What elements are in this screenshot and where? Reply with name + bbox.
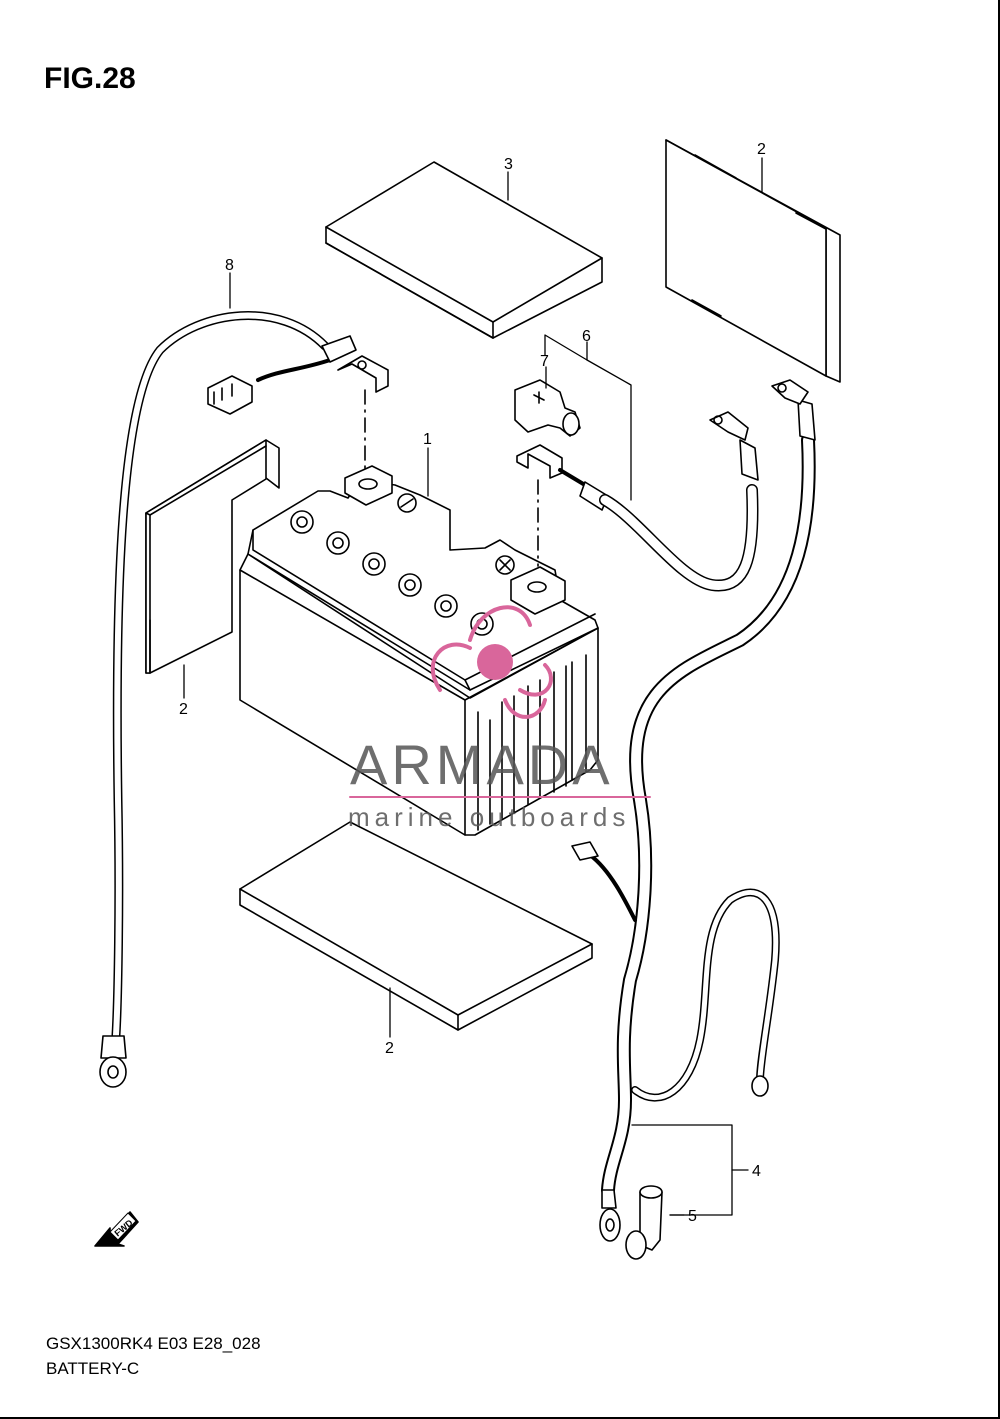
callout-5: 5 (688, 1208, 697, 1225)
callout-8: 8 (225, 257, 234, 274)
model-code: GSX1300RK4 E03 E28_028 (46, 1334, 261, 1353)
callout-6: 6 (582, 328, 591, 345)
sheet-name: BATTERY-C (46, 1359, 140, 1378)
watermark-tagline: marine outboards (348, 802, 630, 832)
forward-arrow-icon (94, 1211, 139, 1247)
propeller-logo-icon (430, 605, 553, 719)
starter-cable-part[interactable] (571, 379, 816, 1242)
callout-2-right: 2 (757, 141, 766, 158)
callout-2-left: 2 (179, 701, 188, 718)
callout-lines (183, 157, 763, 1216)
spacer-bottom-part[interactable] (239, 821, 593, 1031)
pad-top-part[interactable] (325, 161, 603, 339)
plus-cable-part[interactable] (516, 411, 759, 592)
figure-title: FIG.28 (44, 62, 136, 95)
callout-3: 3 (504, 156, 513, 173)
watermark-brand: ARMADA (350, 733, 614, 796)
callout-labels: 3 2 8 6 7 1 2 2 4 5 (179, 141, 766, 1225)
minus-cable-part[interactable] (99, 311, 389, 1088)
armada-watermark: ARMADA marine outboards (348, 605, 651, 832)
callout-7: 7 (540, 353, 549, 370)
callout-2-bottom: 2 (385, 1040, 394, 1057)
terminal-cover-plus-part[interactable] (514, 379, 581, 437)
cell-cap-row (290, 510, 494, 636)
fwd-indicator: FWD (94, 1211, 139, 1247)
battery-part[interactable] (239, 389, 599, 836)
callout-4: 4 (752, 1163, 761, 1180)
spacer-left-part[interactable] (145, 439, 280, 674)
callout-1: 1 (423, 431, 432, 448)
terminal-cover-lower-part[interactable] (625, 1185, 663, 1260)
spacer-right-part[interactable] (665, 139, 841, 383)
